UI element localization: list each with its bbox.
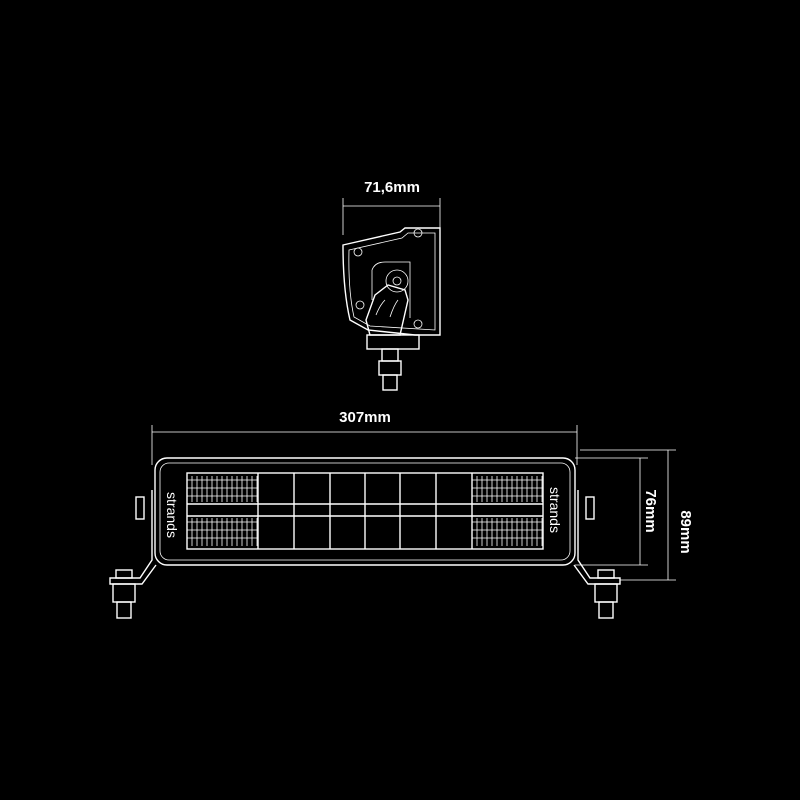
brand-logo-left: strands bbox=[164, 492, 180, 538]
side-width-label: 71,6mm bbox=[364, 179, 420, 196]
length-dimension: 307mm bbox=[151, 409, 578, 465]
lens-height-dimension: 76mm bbox=[575, 457, 659, 566]
front-view bbox=[109, 457, 621, 619]
svg-text:strands: strands bbox=[547, 487, 563, 533]
side-width-dimension: 71,6mm bbox=[342, 179, 441, 235]
total-height-dimension: 89mm bbox=[580, 449, 694, 581]
brand-logo-right: strands bbox=[547, 487, 563, 533]
svg-text:strands: strands bbox=[164, 492, 180, 538]
total-height-label: 89mm bbox=[677, 510, 694, 553]
lens-height-label: 76mm bbox=[642, 489, 659, 532]
length-label: 307mm bbox=[339, 409, 391, 426]
side-view bbox=[342, 227, 441, 391]
